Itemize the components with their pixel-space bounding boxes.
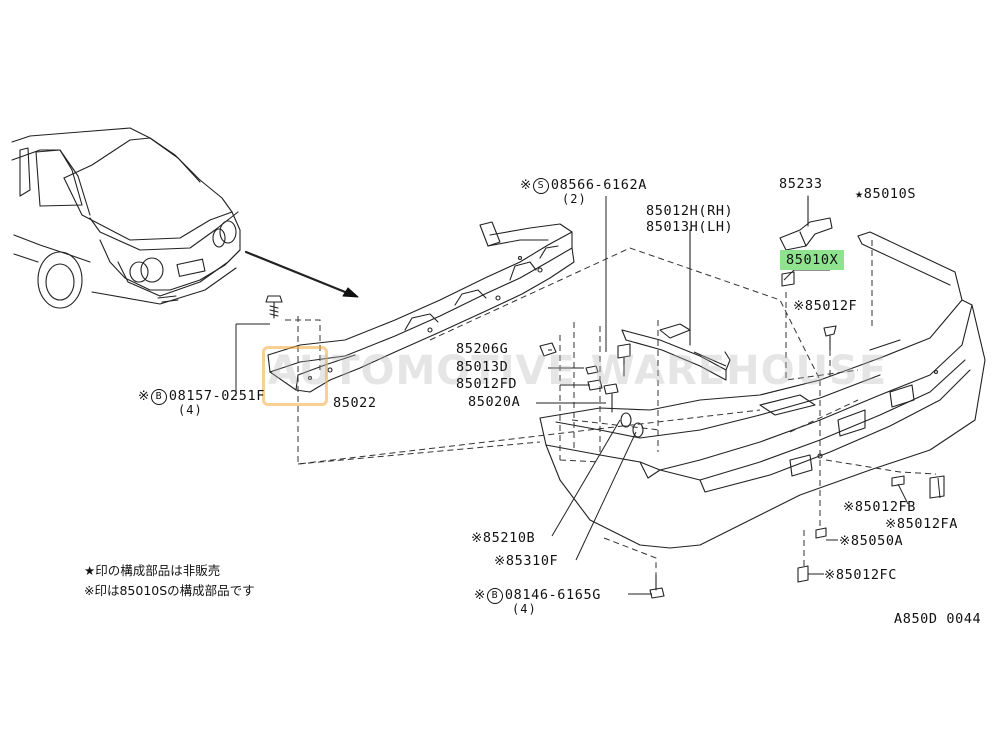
part-label-85012FA: ※85012FA: [885, 516, 958, 532]
vehicle-rear-illustration: [11, 127, 241, 309]
part-label-85010X: 85010X: [780, 250, 845, 270]
part-label-85012FD: 85012FD: [456, 376, 518, 392]
part-number: 85012FC: [835, 567, 898, 583]
ref-symbol: ※: [885, 516, 897, 532]
part-number: 85010S: [863, 186, 917, 202]
part-label-85206G: 85206G: [456, 341, 509, 357]
part-label-85310F: ※85310F: [494, 553, 558, 569]
bumper-reinforcement-85022: [267, 221, 575, 393]
watermark-text: AUTOMOTIVE WAREHOUSE: [268, 348, 888, 394]
part-label-85012FC: ※85012FC: [824, 567, 897, 583]
part-label-85020A: 85020A: [468, 394, 521, 410]
note-component-of-85010S: ※印は85010Sの構成部品です: [84, 583, 255, 598]
ref-symbol: ※: [494, 553, 506, 569]
direction-arrow: [244, 250, 359, 298]
part-label-85012FB: ※85012FB: [843, 499, 916, 515]
part-number: 85012FA: [896, 516, 959, 532]
watermark-logo: [262, 346, 328, 406]
part-label-85210B: ※85210B: [471, 530, 535, 546]
part-label-85013D: 85013D: [456, 359, 509, 375]
part-number: 85310F: [505, 553, 559, 569]
highlighted-part-85010X: 85010X: [780, 250, 845, 270]
s-circle-symbol: S: [532, 178, 549, 194]
star-symbol: ★: [855, 186, 864, 202]
ref-symbol: ※: [793, 298, 805, 314]
qty-08157: (4): [178, 403, 203, 417]
part-label-85010S: ★85010S: [855, 186, 916, 202]
part-label-85050A: ※85050A: [839, 533, 903, 549]
note-not-sold: ★印の構成部品は非販売: [84, 563, 221, 578]
part-number: 08566-6162A: [550, 177, 647, 193]
part-label-85012F: ※85012F: [793, 298, 857, 314]
part-label-85022: 85022: [333, 395, 377, 411]
b-circle-symbol: B: [150, 389, 167, 405]
bolt-08157: [265, 295, 283, 319]
side-bracket-85012H: [621, 229, 731, 381]
ref-symbol: ※: [520, 177, 532, 193]
bumper-fascia: [539, 231, 986, 549]
part-label-85012H: 85012H(RH): [646, 203, 734, 219]
ref-symbol: ※: [474, 587, 486, 603]
part-number: 85050A: [850, 533, 904, 549]
part-label-85233: 85233: [779, 176, 823, 192]
bracket-85233: [779, 195, 833, 251]
part-number: 85012FB: [854, 499, 917, 515]
part-number: 85210B: [482, 530, 536, 546]
ref-symbol: ※: [839, 533, 851, 549]
ref-symbol: ※: [138, 388, 150, 404]
part-number: 85012F: [804, 298, 858, 314]
fasteners: [539, 271, 945, 599]
part-number: 08157-0251F: [168, 388, 265, 404]
part-number: 08146-6165G: [504, 587, 601, 603]
ref-symbol: ※: [843, 499, 855, 515]
b-circle-symbol: B: [486, 588, 503, 604]
ref-symbol: ※: [824, 567, 836, 583]
diagram-code: A850D 0044: [894, 611, 982, 627]
part-label-85013H: 85013H(LH): [646, 219, 734, 235]
qty-08146: (4): [512, 602, 537, 616]
qty-08566: (2): [562, 192, 587, 206]
ref-symbol: ※: [471, 530, 483, 546]
